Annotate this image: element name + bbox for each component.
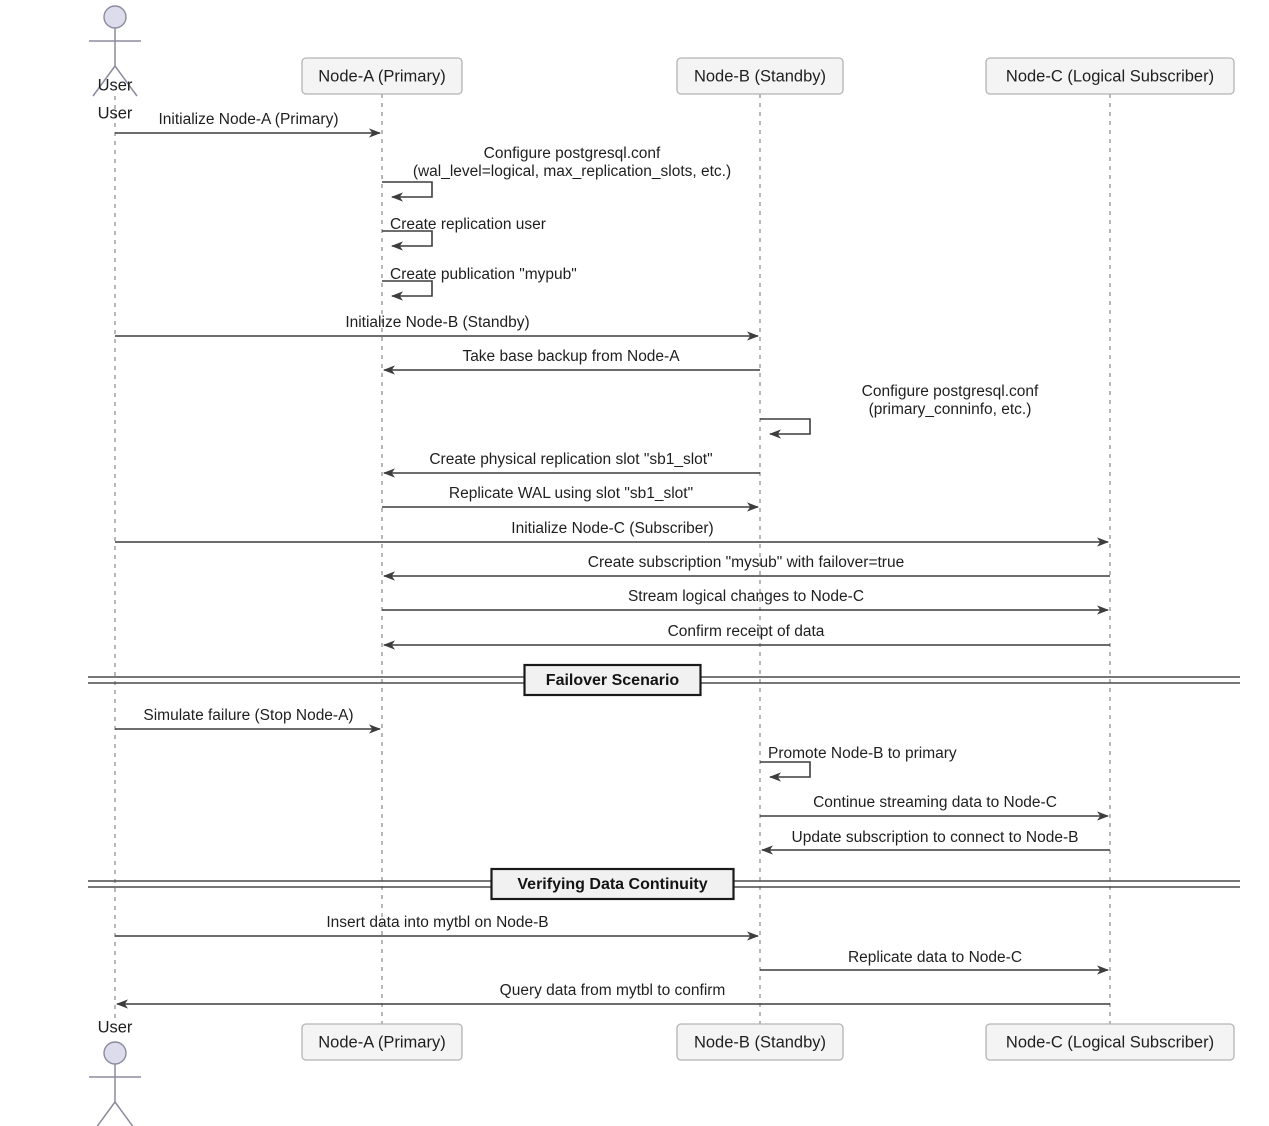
participant-nodeB[interactable]: Node-B (Standby) [676,57,844,95]
actor-leg-right [114,65,138,97]
message-label-13: Simulate failure (Stop Node-A) [143,707,353,724]
actor-leg-right [114,1101,134,1126]
message-15: Continue streaming data to Node-C [760,794,1109,821]
participant-box-nodeC[interactable] [985,57,1235,95]
message-18: Replicate data to Node-C [760,949,1109,975]
divider-label-verifying: Verifying Data Continuity [517,876,707,893]
message-10: Create subscription "mysub" with failove… [383,554,1110,581]
divider-box-verifying [490,867,735,901]
message-label-1-line2: (wal_level=logical, max_replication_slot… [413,163,731,180]
message-label-18: Replicate data to Node-C [848,949,1022,966]
messages-group: Initialize Node-A (Primary) Configure pos… [115,111,1110,1009]
message-label-16: Update subscription to connect to Node-B [792,829,1079,846]
participant-label-nodeC: Node-C (Logical Subscriber) [1006,67,1214,85]
message-3: Create publication "mypub" [382,266,577,301]
actor-leg-left [96,1101,116,1126]
participant-nodeA[interactable]: Node-A (Primary) [301,1023,463,1061]
divider-verifying: Verifying Data Continuity [88,867,1240,901]
message-9: Initialize Node-C (Subscriber) [115,520,1109,547]
actor-label-user: User [98,1018,133,1036]
message-17: Insert data into mytbl on Node-B [115,914,759,941]
self-message-arrow [760,761,811,782]
actor-leg-left [92,65,116,97]
self-message-arrow [760,418,811,439]
participant-nodeC[interactable]: Node-C (Logical Subscriber) [985,1023,1235,1061]
message-label-14: Promote Node-B to primary [768,745,957,762]
actor-user: User [89,1018,141,1126]
participant-label-nodeA: Node-A (Primary) [318,67,445,85]
message-label-3: Create publication "mypub" [390,266,577,283]
participant-box-nodeA[interactable] [301,1023,463,1061]
participant-nodeB[interactable]: Node-B (Standby) [676,1023,844,1061]
message-0: Initialize Node-A (Primary) [115,111,381,138]
message-label-19: Query data from mytbl to confirm [500,982,726,999]
message-12: Confirm receipt of data [383,623,1110,650]
participant-nodeA[interactable]: Node-A (Primary) [301,57,463,95]
message-7: Create physical replication slot "sb1_sl… [383,451,760,478]
participant-label-nodeA: Node-A (Primary) [318,1033,445,1051]
actor-head-icon [103,1041,127,1065]
message-14: Promote Node-B to primary [760,745,957,782]
message-19: Query data from mytbl to confirm [116,982,1110,1009]
message-4: Initialize Node-B (Standby) [115,314,759,341]
divider-failover: Failover Scenario [88,663,1240,697]
message-label-6: Configure postgresql.conf [862,383,1039,400]
message-16: Update subscription to connect to Node-B [761,829,1110,855]
message-label-2: Create replication user [390,216,546,233]
message-label-8: Replicate WAL using slot "sb1_slot" [449,485,693,502]
participant-box-nodeB[interactable] [676,57,844,95]
message-11: Stream logical changes to Node-C [382,588,1109,615]
self-message-arrow [382,280,433,301]
participant-box-nodeC[interactable] [985,1023,1235,1061]
lifelines-group [114,94,1111,1024]
message-5: Take base backup from Node-A [383,348,760,375]
message-6: Configure postgresql.conf(primary_connin… [760,383,1039,439]
message-label-6-line2: (primary_conninfo, etc.) [869,401,1032,418]
participant-box-nodeA[interactable] [301,57,463,95]
participant-box-nodeB[interactable] [676,1023,844,1061]
message-8: Replicate WAL using slot "sb1_slot" [382,485,759,512]
message-label-7: Create physical replication slot "sb1_sl… [429,451,712,468]
actor-label-top-user: User [98,76,133,94]
actor-label-user: User [98,104,133,122]
participant-label-nodeB: Node-B (Standby) [694,1033,826,1051]
self-message-arrow [382,230,433,251]
message-1: Configure postgresql.conf(wal_level=logi… [382,145,731,202]
message-label-5: Take base backup from Node-A [462,348,680,365]
message-label-4: Initialize Node-B (Standby) [345,314,529,331]
message-label-12: Confirm receipt of data [668,623,825,640]
message-label-11: Stream logical changes to Node-C [628,588,864,605]
message-label-9: Initialize Node-C (Subscriber) [511,520,713,537]
divider-box-failover [523,663,702,697]
self-message-arrow [382,181,433,202]
message-label-17: Insert data into mytbl on Node-B [326,914,548,931]
message-label-10: Create subscription "mysub" with failove… [588,554,904,571]
actor-user: User [89,5,141,122]
message-13: Simulate failure (Stop Node-A) [115,707,381,734]
divider-label-failover: Failover Scenario [546,672,680,689]
message-label-15: Continue streaming data to Node-C [813,794,1057,811]
message-label-1: Configure postgresql.conf [484,145,661,162]
participant-label-nodeB: Node-B (Standby) [694,67,826,85]
participant-nodeC[interactable]: Node-C (Logical Subscriber) [985,57,1235,95]
actor-head-icon [103,5,127,29]
message-label-0: Initialize Node-A (Primary) [158,111,338,128]
participant-label-nodeC: Node-C (Logical Subscriber) [1006,1033,1214,1051]
message-2: Create replication user [382,216,546,251]
